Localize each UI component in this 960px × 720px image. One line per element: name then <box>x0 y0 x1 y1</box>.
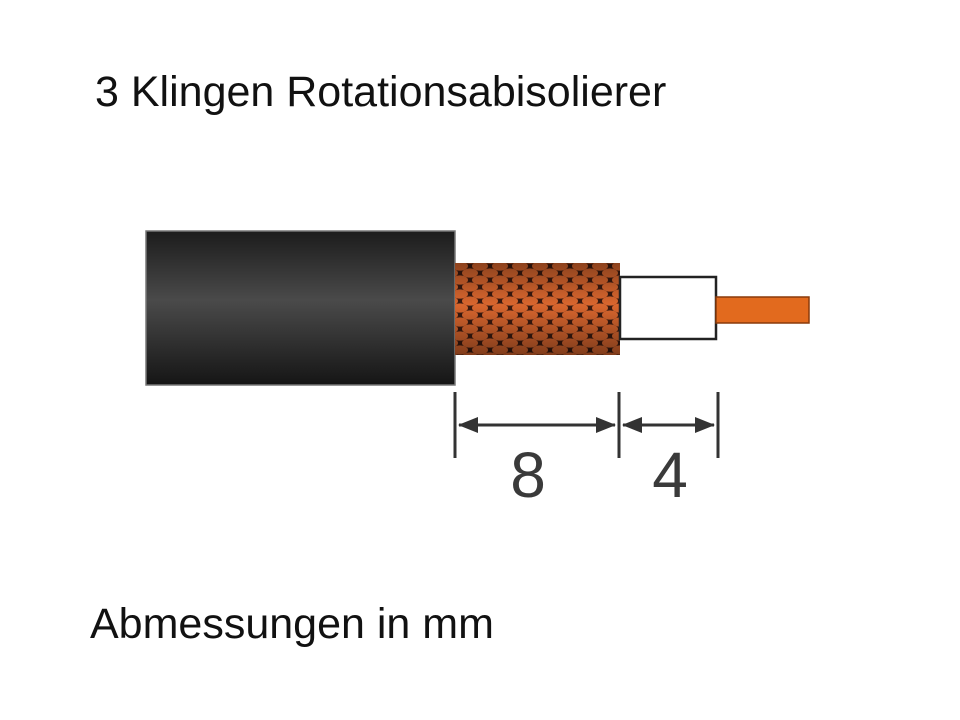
cable-jacket <box>146 231 455 385</box>
cable-dielectric <box>618 275 718 341</box>
dimension-label-shield: 8 <box>510 439 546 511</box>
cable-braid-shield <box>455 263 620 355</box>
cable-center-conductor <box>715 296 810 324</box>
dimension-label-insulation: 4 <box>652 439 688 511</box>
diagram-title: 3 Klingen Rotationsabisolierer <box>95 68 667 116</box>
dimension-arrowheads <box>458 417 715 433</box>
units-note: Abmessungen in mm <box>90 600 494 648</box>
